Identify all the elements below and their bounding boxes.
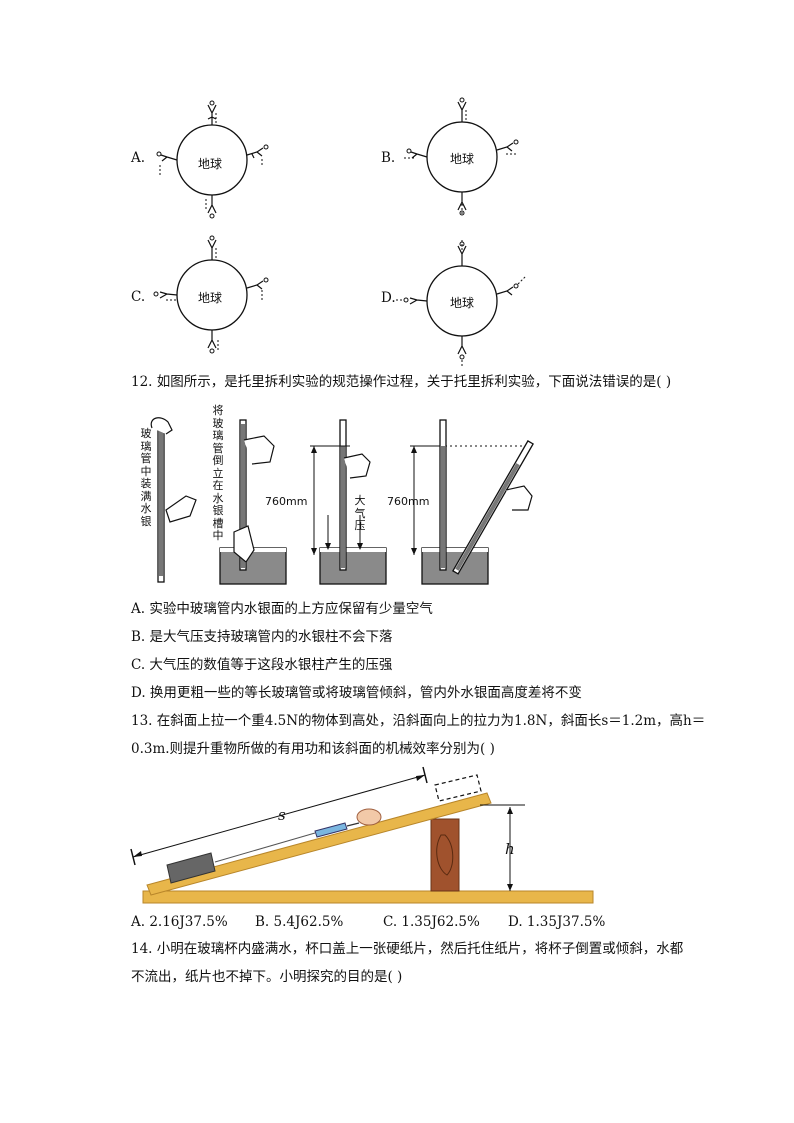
q11-option-b-letter[interactable]: B. [381,150,396,166]
q11-option-b-earth-label: 地球 [450,152,475,166]
q14-stem-line2: 不流出，纸片也不掉下。小明探究的目的是( ) [131,969,403,985]
q13-stem-line2: 0.3m.则提升重物所做的有用功和该斜面的机械效率分别为( ) [131,741,495,757]
q11-option-c-letter[interactable]: C. [131,289,146,305]
torricelli-diagram [150,417,534,585]
q12-label-760mm-1: 760mm [265,495,308,508]
q12-option-c[interactable]: C. 大气压的数值等于这段水银柱产生的压强 [131,657,393,673]
q11-option-c-earth-label: 地球 [198,291,223,305]
q12-label-760mm-2: 760mm [387,495,430,508]
q12-option-a[interactable]: A. 实验中玻璃管内水银面的上方应保留有少量空气 [131,601,433,617]
q12-label-fill-tube: 玻璃管中装满水银 [140,427,152,528]
q11-option-d-diagram [394,240,527,368]
q12-label-atmospheric-pressure: 大气压 [354,494,366,532]
q13-label-h: h [505,840,515,858]
q13-label-s: s [278,806,286,824]
q12-option-d[interactable]: D. 换用更粗一些的等长玻璃管或将玻璃管倾斜，管内外水银面高度差将不变 [131,685,582,701]
q12-label-invert-tube: 将玻璃管倒立在水银槽中 [212,404,224,542]
q13-option-b[interactable]: B. 5.4J62.5% [255,914,344,930]
incline-diagram [130,766,594,904]
q13-option-c[interactable]: C. 1.35J62.5% [383,914,480,930]
q11-option-a-letter[interactable]: A. [131,150,146,166]
q14-stem-line1: 14. 小明在玻璃杯内盛满水，杯口盖上一张硬纸片，然后托住纸片，将杯子倒置或倾斜… [131,941,684,957]
q13-stem-line1: 13. 在斜面上拉一个重4.5N的物体到高处，沿斜面向上的拉力为1.8N，斜面长… [131,713,706,729]
q11-option-d-letter[interactable]: D. [381,290,396,306]
q13-option-a[interactable]: A. 2.16J37.5% [131,914,228,930]
q12-option-b[interactable]: B. 是大气压支持玻璃管内的水银柱不会下落 [131,629,393,645]
q11-option-b-diagram [404,97,519,216]
q11-option-c-diagram [153,235,269,354]
q11-option-a-earth-label: 地球 [198,157,223,171]
q12-stem: 12. 如图所示，是托里拆利实验的规范操作过程，关于托里拆利实验，下面说法错误的… [131,374,672,390]
q13-option-d[interactable]: D. 1.35J37.5% [508,914,606,930]
q11-option-d-earth-label: 地球 [450,296,475,310]
q11-option-a-diagram [156,100,269,219]
